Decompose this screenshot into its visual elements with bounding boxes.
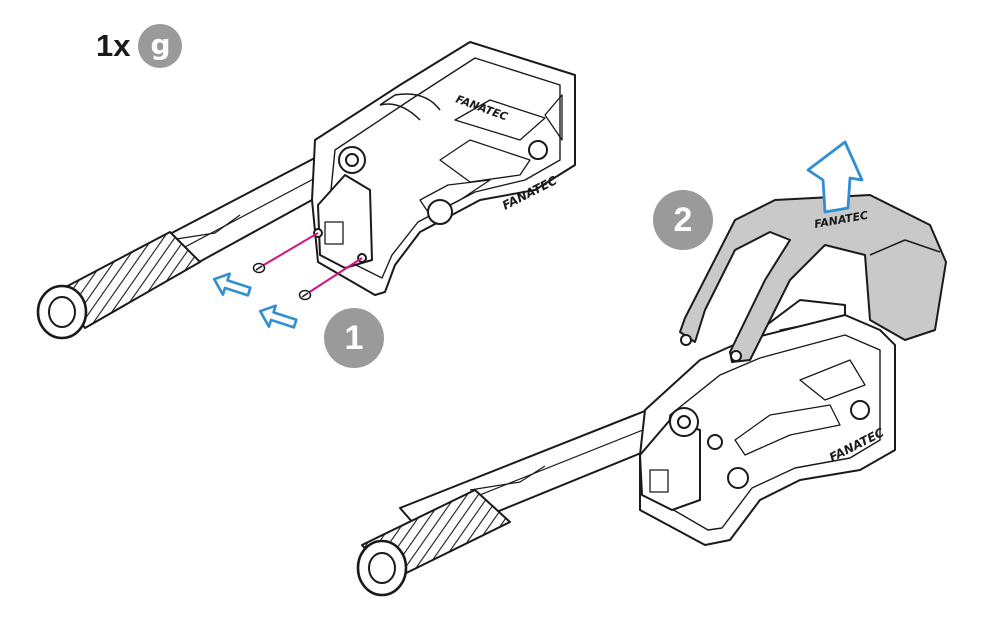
guide-line-upper [261,232,319,267]
step-number-2: 2 [673,200,693,239]
pivot-bracket [317,146,373,269]
screw-lower [298,289,312,301]
part-letter: g [150,27,171,61]
part-badge: g [138,24,183,68]
top-cover: FANATEC [679,194,947,363]
screw-upper [252,262,266,274]
arrow-up-icon [806,140,864,214]
part-quantity: 1x g [96,24,183,68]
guide-line-lower [307,257,363,294]
lever-grip-2 [356,489,511,597]
lever-grip [36,231,201,340]
handbrake-unit-1: FANATEC FANATEC [36,41,576,340]
pivot-bracket-2 [639,407,723,511]
quantity-count: 1x [96,28,131,63]
screw-guides [261,232,363,294]
handbrake-unit-2: FANATEC [356,299,896,597]
housing-base [639,314,896,546]
step-number-1: 1 [344,318,364,357]
arrow-out-icon [212,272,298,329]
housing-body [311,41,576,296]
step-badge-2: 2 [653,190,713,250]
step-badge-1: 1 [324,308,384,368]
